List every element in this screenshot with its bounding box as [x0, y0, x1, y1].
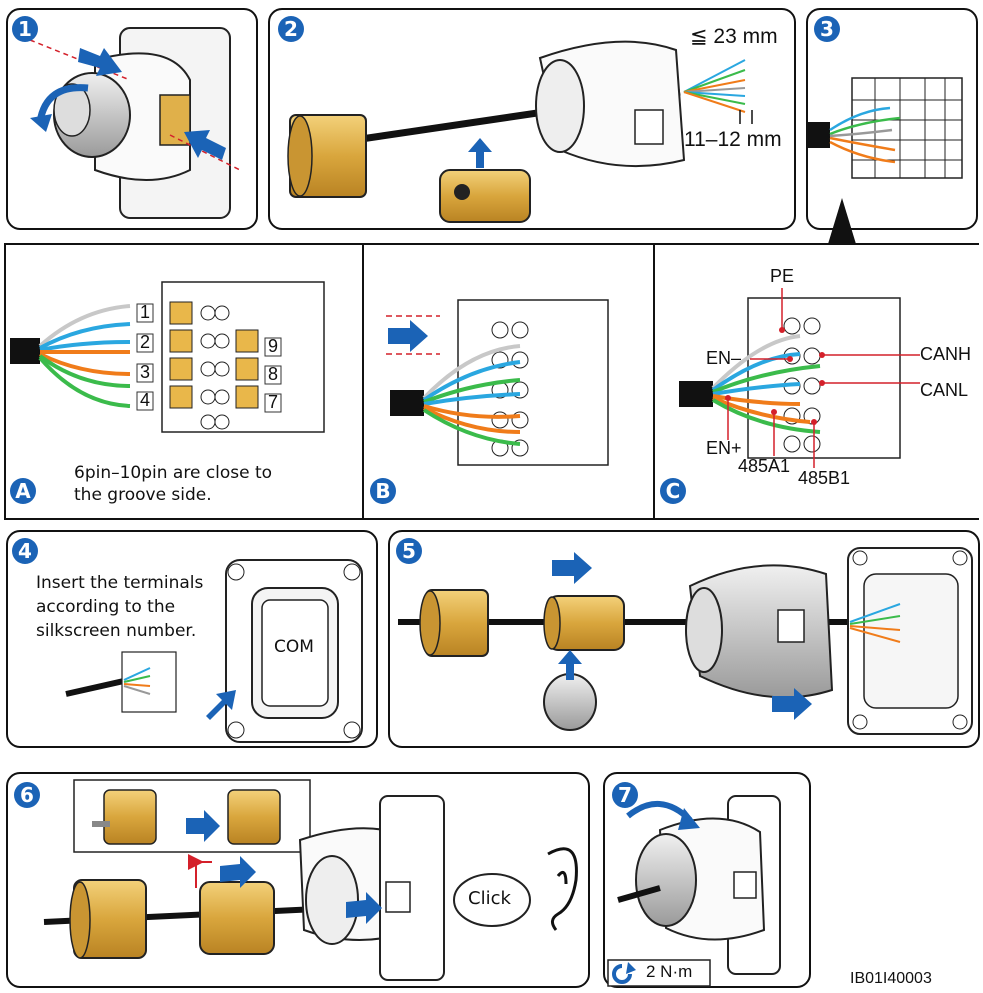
canh-label: CANH: [920, 344, 971, 365]
pin-9-label: 9: [268, 336, 278, 357]
step-7-badge: 7: [612, 782, 638, 808]
step5-gland-parts: [398, 548, 972, 734]
stepB-terminal-block: [386, 300, 608, 465]
pin-1-label: 1: [140, 302, 150, 323]
step1-gland-on-housing: [30, 28, 240, 218]
pe-label: PE: [770, 266, 794, 287]
pin-2-label: 2: [140, 332, 150, 353]
pointer-triangle: [828, 198, 856, 244]
step2-cable-assembly: [288, 42, 752, 222]
step-5-badge: 5: [396, 538, 422, 564]
pin-4-label: 4: [140, 390, 150, 411]
pin-8-label: 8: [268, 364, 278, 385]
step-4-badge: 4: [12, 538, 38, 564]
figure-id: IB01I40003: [850, 970, 932, 988]
ear-icon: [548, 849, 576, 930]
torque-value-label: 2 N·m: [646, 962, 692, 982]
rotate-arrow-icon: [628, 804, 690, 820]
com-port-label: COM: [274, 636, 314, 658]
en-minus-label: EN–: [706, 348, 741, 369]
485a1-label: 485A1: [738, 456, 790, 477]
click-sound-label: Click: [468, 888, 511, 910]
step-6-badge: 6: [14, 782, 40, 808]
groove-note-line2: the groove side.: [74, 484, 212, 506]
step-b-badge: B: [370, 478, 396, 504]
step-2-badge: 2: [278, 16, 304, 42]
step7-tighten: [618, 796, 780, 974]
en-plus-label: EN+: [706, 438, 742, 459]
step-c-badge: C: [660, 478, 686, 504]
bare-length-label: 11–12 mm: [684, 128, 782, 152]
step-3-badge: 3: [814, 16, 840, 42]
strip-length-label: ≦ 23 mm: [690, 24, 778, 49]
step3-terminal-block: [808, 78, 962, 178]
step-1-badge: 1: [12, 16, 38, 42]
push-arrow-icon: [468, 138, 492, 168]
canl-label: CANL: [920, 380, 968, 401]
pin-3-label: 3: [140, 362, 150, 383]
push-arrow-icon: [388, 320, 428, 352]
insert-instruction-line2: according to the: [36, 596, 175, 618]
pin-7-label: 7: [268, 392, 278, 413]
insert-instruction-line1: Insert the terminals: [36, 572, 203, 594]
groove-note-line1: 6pin–10pin are close to: [74, 462, 272, 484]
insert-instruction-line3: silkscreen number.: [36, 620, 196, 642]
step-a-badge: A: [10, 478, 36, 504]
step6-assembly: [44, 780, 530, 980]
485b1-label: 485B1: [798, 468, 850, 489]
